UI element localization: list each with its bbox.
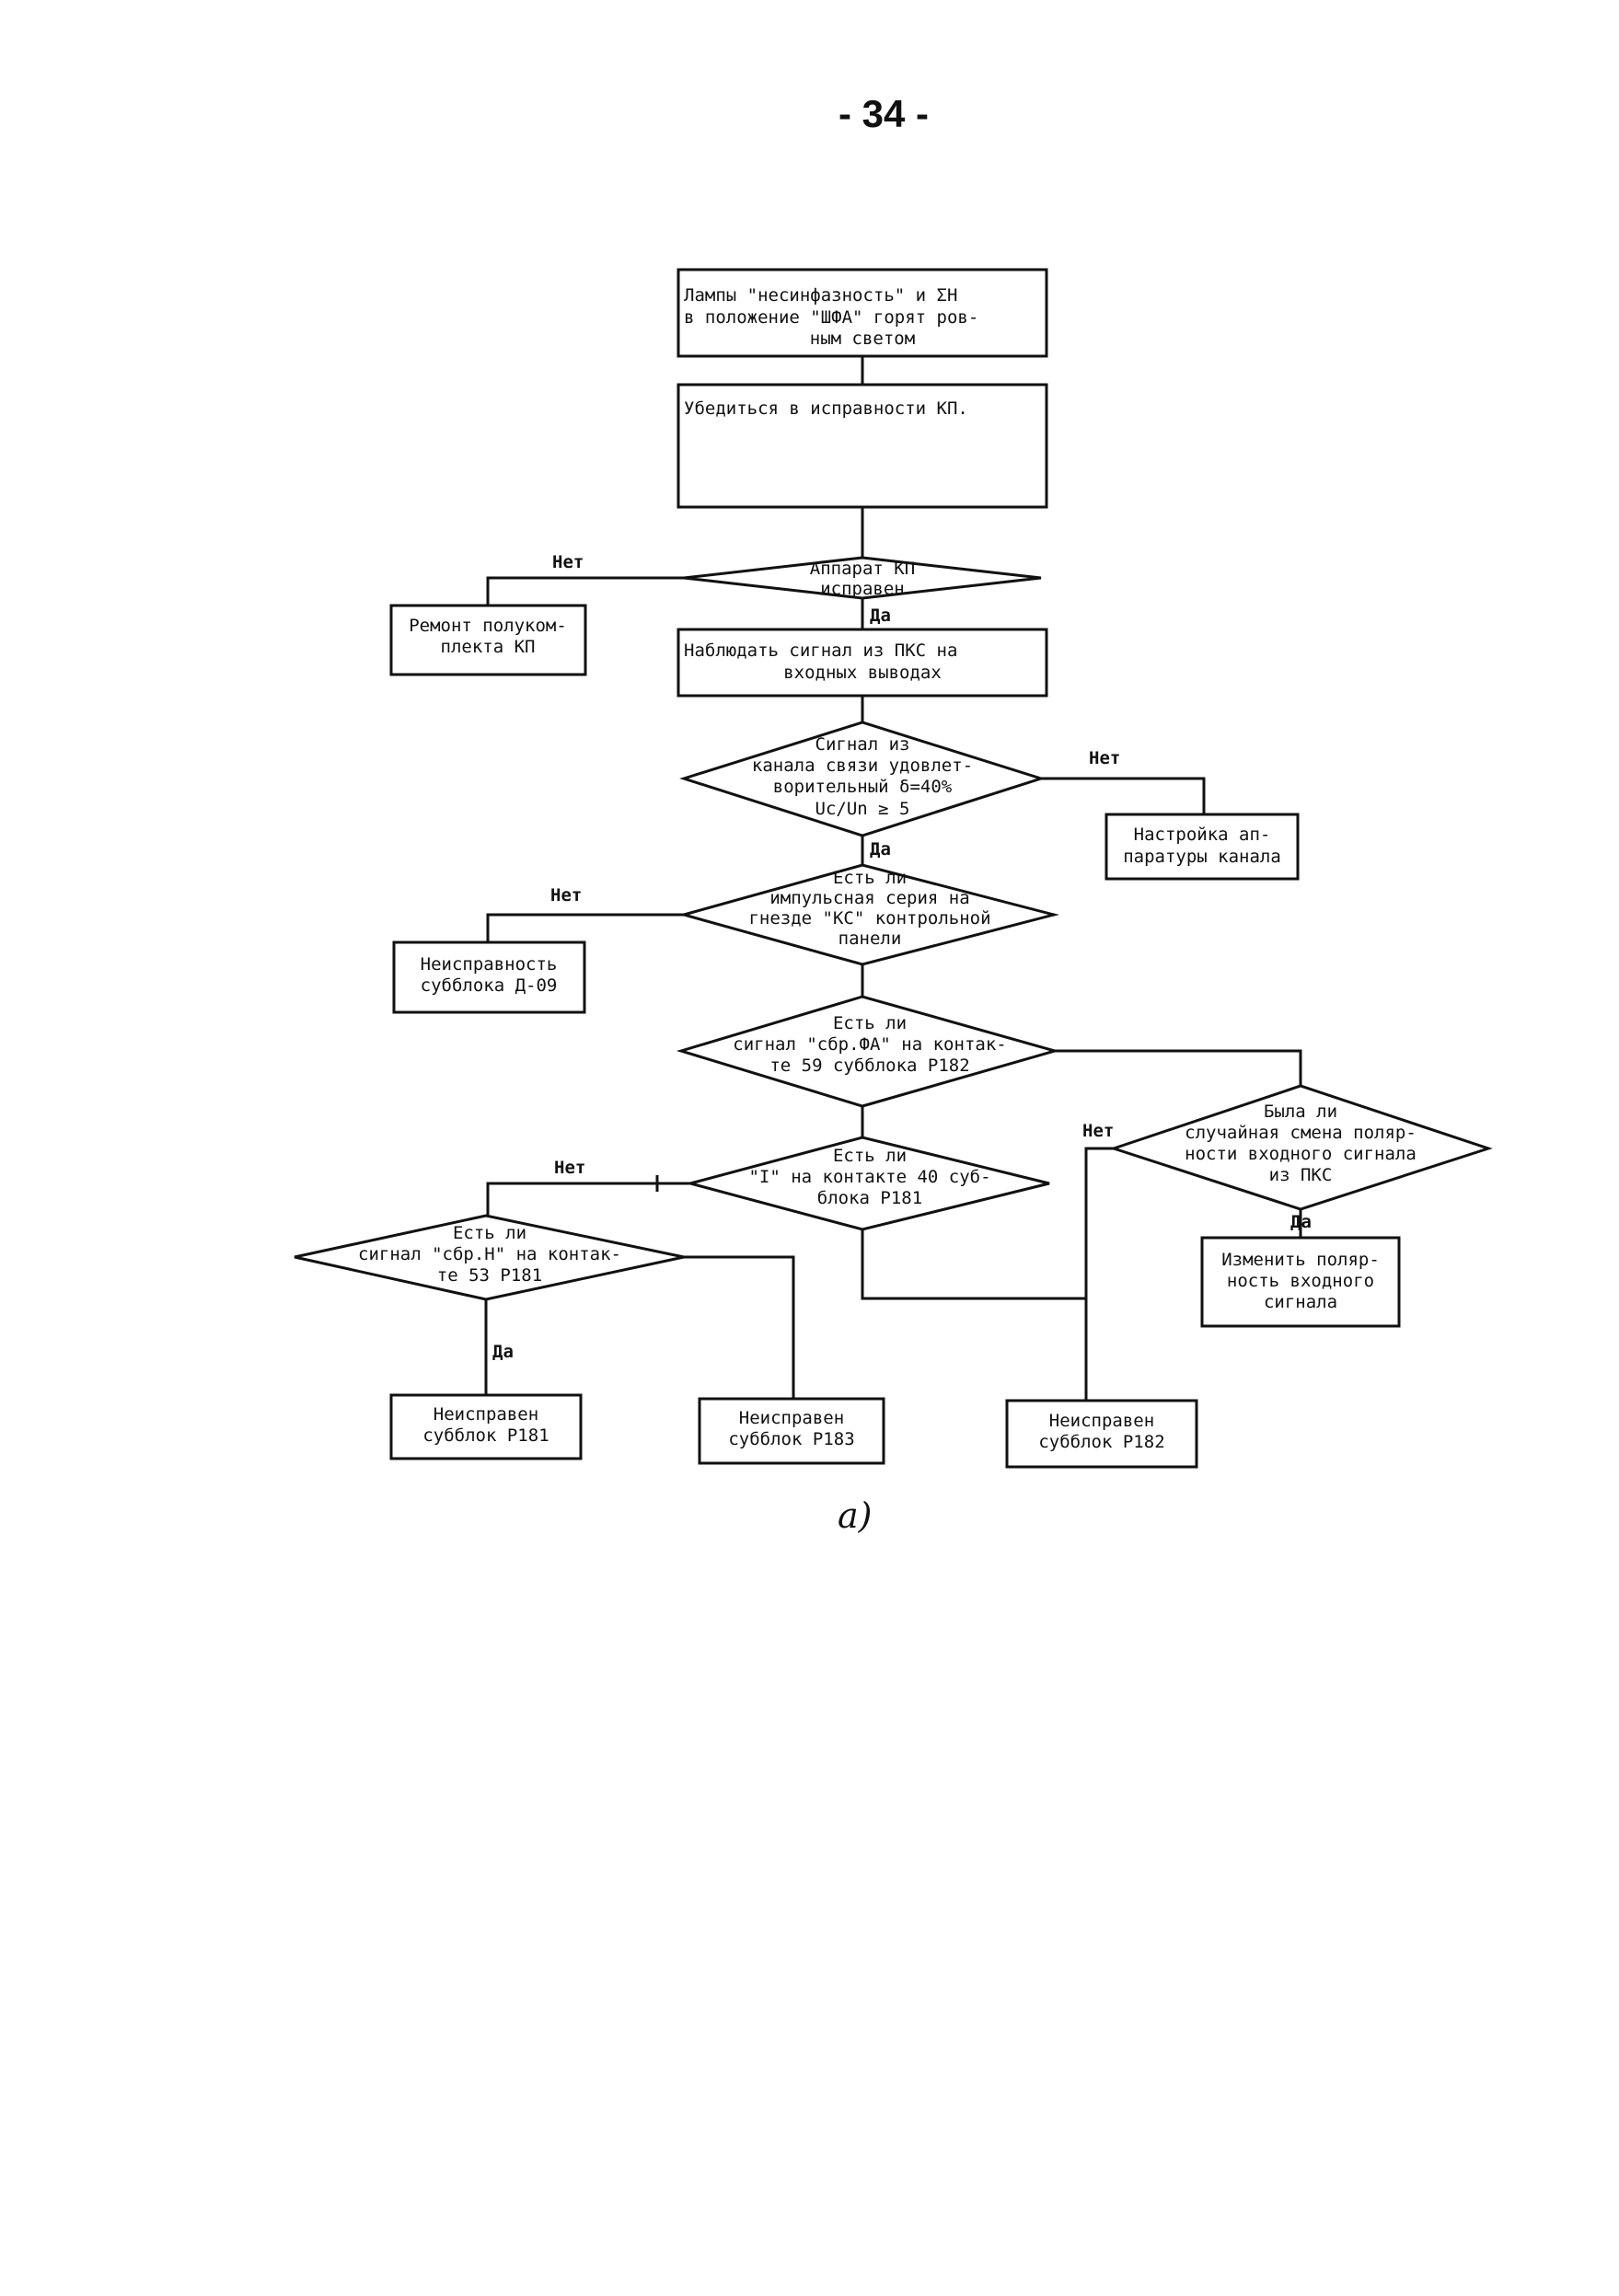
node-q-pulse-line-2: импульсная серия на	[769, 888, 969, 908]
edge-qkp-no	[486, 576, 684, 606]
node-q-i40: Есть ли "I" на контакте 40 суб- блока Р1…	[685, 1136, 1050, 1231]
label-pulse-no: Нет	[550, 885, 582, 906]
node-q-i40-line-1: Есть ли	[833, 1146, 907, 1166]
node-check-kp: Убедиться в исправности КП.	[677, 383, 1048, 509]
node-q-signal-line-2: канала связи удовлет-	[752, 756, 973, 776]
node-q-h53: Есть ли сигнал "сбр.Н" на контак- те 53 …	[294, 1214, 685, 1301]
edge-qh53-right	[684, 1255, 795, 1399]
edge-qi40-no	[486, 1182, 690, 1216]
node-q-signal: Сигнал из канала связи удовлет- воритель…	[679, 721, 1046, 837]
node-q-h53-line-3: те 53 Р181	[437, 1265, 542, 1286]
node-fault-p183: Неисправен субблок Р183	[698, 1397, 885, 1465]
label-polarity-no: Нет	[1082, 1121, 1114, 1141]
node-q-polarity-line-4: из ПКС	[1269, 1165, 1333, 1185]
node-start-line-1: Лампы "несинфазность" и ΣН	[684, 285, 957, 306]
node-fault-p182: Неисправен субблок Р182	[1005, 1399, 1198, 1469]
node-q-signal-line-1: Сигнал из	[815, 734, 910, 755]
node-q-kp-ok: Аппарат КП исправен	[683, 556, 1042, 600]
node-q-signal-line-4: Uc/Un ≥ 5	[815, 799, 910, 819]
node-repair-kp-line-1: Ремонт полуком-	[409, 616, 567, 636]
node-q-fa: Есть ли сигнал "сбр.ФА" на контак- те 59…	[676, 995, 1060, 1108]
node-q-fa-line-1: Есть ли	[833, 1013, 907, 1033]
node-q-i40-line-2: "I" на контакте 40 суб-	[748, 1167, 990, 1187]
label-i40-no: Нет	[554, 1158, 585, 1178]
label-kp-no: Нет	[552, 552, 584, 572]
edge-qpulse-no	[486, 913, 684, 942]
node-observe: Наблюдать сигнал из ПКС на входных вывод…	[677, 628, 1048, 698]
node-tune-line-1: Настройка ап-	[1134, 825, 1271, 845]
node-change-polarity-line-2: ность входного	[1227, 1271, 1374, 1291]
figure-caption: а)	[838, 1495, 873, 1536]
node-q-pulse-line-3: гнезде "КС" контрольной	[748, 908, 990, 929]
edge-qsignal-no	[1041, 777, 1206, 814]
node-q-polarity-line-2: случайная смена поляр-	[1185, 1123, 1417, 1143]
node-fault-p181: Неисправен субблок Р181	[389, 1393, 583, 1460]
label-signal-no: Нет	[1089, 748, 1120, 768]
edge-qpolarity-no	[1084, 1147, 1114, 1401]
node-tune-line-2: паратуры канала	[1123, 847, 1281, 867]
node-fault-p183-line-2: субблок Р183	[728, 1429, 854, 1449]
node-q-fa-line-2: сигнал "сбр.ФА" на контак-	[733, 1034, 1006, 1055]
node-q-pulse-line-1: Есть ли	[833, 868, 907, 888]
node-q-kp-ok-line-2: исправен	[820, 579, 905, 599]
node-change-polarity-line-1: Изменить поляр-	[1221, 1250, 1380, 1270]
node-observe-line-1: Наблюдать сигнал из ПКС на	[684, 640, 957, 661]
node-q-polarity-line-3: ности входного сигнала	[1185, 1144, 1417, 1164]
node-q-i40-line-3: блока Р181	[817, 1188, 922, 1208]
node-q-fa-line-3: те 59 субблока Р182	[769, 1056, 969, 1076]
node-start: Лампы "несинфазность" и ΣН в положение "…	[677, 268, 1048, 358]
node-tune: Настройка ап- паратуры канала	[1104, 813, 1300, 881]
node-change-polarity: Изменить поляр- ность входного сигнала	[1200, 1236, 1401, 1328]
edge-qi40-down	[861, 1229, 1086, 1300]
connectors	[484, 356, 1302, 1401]
page-number: - 34 -	[838, 92, 930, 135]
label-polarity-yes: Да	[1290, 1212, 1312, 1232]
node-q-h53-line-2: сигнал "сбр.Н" на контак-	[358, 1244, 621, 1264]
node-q-kp-ok-line-1: Аппарат КП	[810, 559, 915, 579]
node-fault-p182-line-1: Неисправен	[1049, 1411, 1154, 1431]
edge-qfa-right	[1055, 1049, 1302, 1086]
node-fault-d09: Неисправность субблока Д-09	[392, 940, 586, 1014]
node-q-polarity-line-1: Была ли	[1264, 1102, 1337, 1122]
node-repair-kp: Ремонт полуком- плекта КП	[389, 604, 587, 676]
node-fault-p181-line-1: Неисправен	[434, 1404, 538, 1425]
node-q-pulse: Есть ли импульсная серия на гнезде "КС" …	[678, 863, 1059, 966]
label-kp-yes: Да	[870, 606, 891, 626]
node-fault-p182-line-2: субблок Р182	[1038, 1432, 1164, 1452]
label-signal-yes: Да	[870, 839, 891, 860]
node-start-line-2: в положение "ШФА" горят ров-	[684, 307, 978, 328]
node-fault-p183-line-1: Неисправен	[739, 1408, 844, 1428]
node-q-signal-line-3: ворительный δ=40%	[773, 777, 953, 797]
node-fault-p181-line-2: субблок Р181	[422, 1425, 549, 1446]
node-fault-d09-line-1: Неисправность	[421, 954, 558, 975]
label-h53-yes: Да	[492, 1342, 514, 1362]
node-q-h53-line-1: Есть ли	[453, 1223, 526, 1243]
node-q-polarity: Была ли случайная смена поляр- ности вхо…	[1109, 1084, 1493, 1211]
node-start-line-3: ным светом	[810, 329, 915, 349]
node-observe-line-2: входных выводах	[783, 663, 942, 683]
node-q-pulse-line-4: панели	[838, 929, 902, 949]
node-repair-kp-line-2: плекта КП	[441, 637, 536, 657]
node-fault-d09-line-2: субблока Д-09	[421, 975, 558, 996]
edge-labels: Нет Да Нет Да Нет Нет Да Нет Да	[492, 552, 1312, 1362]
node-check-kp-line-1: Убедиться в исправности КП.	[684, 398, 968, 419]
node-change-polarity-line-3: сигнала	[1264, 1292, 1337, 1312]
